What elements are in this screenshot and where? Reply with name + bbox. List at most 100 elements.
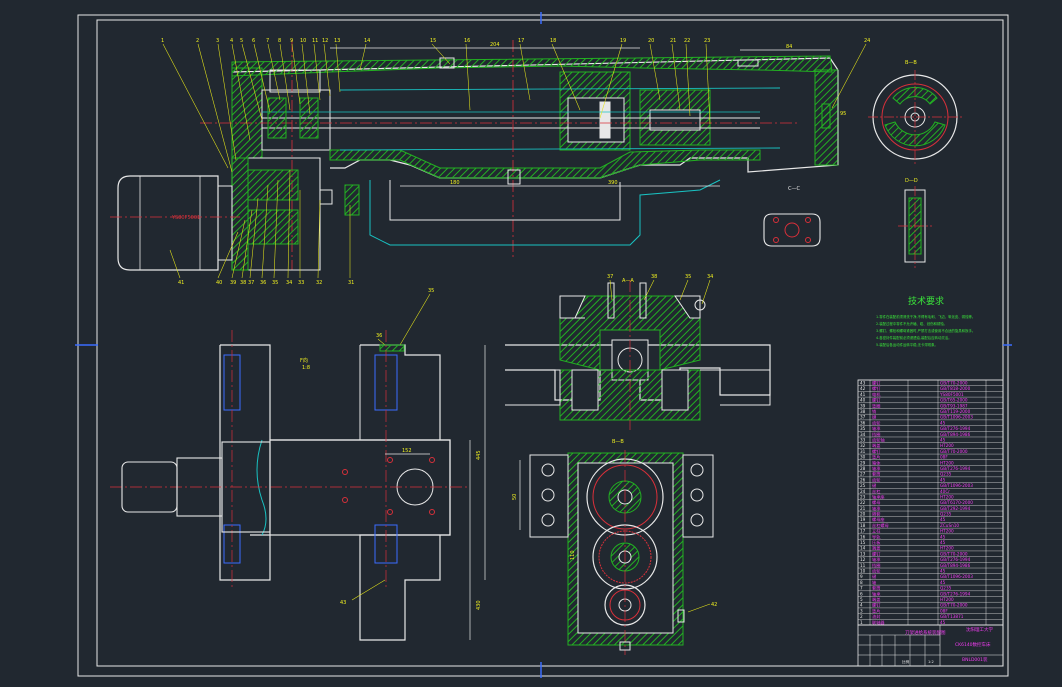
bom-cell: 29: [860, 460, 866, 465]
misc-leader-42: 42: [711, 602, 717, 608]
support-profile: [369, 179, 721, 246]
bom-cell: 15: [860, 540, 866, 545]
title-school: 沈阳理工大学: [966, 626, 993, 633]
part-number-label: 23: [704, 38, 710, 44]
part-number-label: 7: [266, 38, 269, 44]
bom-cell: 11: [860, 563, 866, 568]
dim-side-v: 95: [840, 111, 846, 117]
guide-rail-2: [339, 147, 781, 151]
bom-cell: 油封: [872, 613, 880, 620]
bom-cell: 1: [860, 620, 863, 625]
aa-bolt-1: [607, 282, 615, 319]
bom-cell: 垫片: [872, 454, 880, 461]
bom-cell: 45: [940, 580, 946, 585]
bom-cell: 34: [860, 432, 866, 437]
part-number-label: 38: [240, 280, 246, 286]
bom-cell: HT200: [940, 443, 954, 448]
bom-cell: ZCuSn10: [940, 523, 959, 528]
bb-flange-left: [529, 454, 569, 538]
bom-cell: GB/T292-1994: [940, 506, 971, 511]
bom-cell: 08F: [940, 455, 948, 460]
bom-cell: 45: [940, 420, 946, 425]
bom-cell: 22: [860, 500, 866, 505]
bom-cell: 端盖: [872, 442, 880, 449]
part-number-label: 34: [286, 280, 292, 286]
plan-note: F向: [300, 357, 308, 364]
bom-cell: 35: [860, 426, 866, 431]
bom-cell: GB/T13871: [940, 614, 964, 619]
bom-cell: 轴: [872, 579, 876, 586]
cc-center: [784, 222, 800, 238]
part-number-label: 37: [248, 280, 254, 286]
bom-cell: 28: [860, 466, 866, 471]
bom-cell: 45: [940, 540, 946, 545]
bom-cell: 丝杠螺母: [872, 522, 889, 529]
bom-cell: HT200: [940, 529, 954, 534]
bom-cell: GB/T70-2000: [940, 449, 968, 454]
bom-cell: 7: [860, 586, 863, 591]
side-slot-title: D—D: [905, 178, 918, 184]
leader-line: [287, 169, 291, 279]
bom-cell: 18: [860, 523, 866, 528]
title-subtitle: 刀架进给系统装配图: [905, 629, 946, 636]
leader-line: [273, 179, 279, 279]
bom-cell: 键: [872, 414, 877, 421]
bom-cell: 13: [860, 551, 866, 556]
leader-line: [267, 43, 281, 101]
aa-lower-cut-2: [661, 369, 689, 411]
bom-cell: 33: [860, 437, 866, 442]
aa-rail-left: [505, 369, 561, 406]
leader-line: [291, 43, 301, 105]
bom-cell: 键: [872, 573, 877, 580]
bom-cell: 42: [860, 386, 866, 391]
bom-cell: 23: [860, 494, 866, 499]
bom-cell: 20: [860, 512, 866, 517]
leader-line: [551, 43, 581, 111]
bom-cell: GB/T65-2000: [940, 398, 968, 403]
bom-cell: GB/T70-2000: [940, 603, 968, 608]
nut-insert: [599, 101, 611, 139]
bom-cell: HT200: [940, 494, 954, 499]
bom-cell: 41: [860, 392, 866, 397]
motor: YS80F5001: [110, 175, 240, 271]
dim-mid-a: 180: [450, 180, 460, 186]
title-drawing-no: BNLD001装: [962, 656, 988, 663]
part-number-label: 37: [607, 274, 613, 280]
cc-hole-3: [773, 237, 779, 243]
bom-cell: 轴承: [872, 590, 881, 597]
bom-cell: 36: [860, 420, 866, 425]
bom-cell: 45: [940, 477, 946, 482]
leader-line: [701, 279, 711, 305]
leader-line: [679, 279, 689, 301]
plan-broken-edge: [256, 439, 267, 536]
leader-line: [231, 43, 251, 141]
leader-line: [253, 43, 271, 113]
aa-rail-right: [700, 369, 771, 406]
bom-cell: Q235: [940, 512, 952, 517]
bom-cell: 4: [860, 603, 863, 608]
disc-arc-hatch: [884, 121, 946, 147]
part-number-label: 9: [290, 38, 293, 44]
bom-cell: 32: [860, 443, 866, 448]
part-number-label: 22: [684, 38, 690, 44]
motor-label: YS80F5001: [171, 215, 200, 221]
bom-cell: 销: [872, 408, 876, 415]
motor-flange: [217, 185, 233, 261]
bom-cell: 8: [860, 580, 863, 585]
part-number-label: 15: [430, 38, 436, 44]
part-number-label: 35: [685, 274, 691, 280]
leader-line: [377, 338, 386, 346]
plan-left-rail: [219, 345, 271, 581]
leader-line: [217, 231, 239, 279]
part-number-label: 35: [272, 280, 278, 286]
cc-view: C—C: [763, 186, 821, 247]
bom-cell: GB/T276-1994: [940, 557, 971, 562]
bom-cell: 压板: [872, 539, 881, 546]
bom-cell: 螺钉: [872, 397, 881, 404]
bom-cell: 45: [940, 534, 946, 539]
misc-leader-43: 43: [340, 600, 346, 606]
bom-cell: 齿轮: [872, 568, 881, 575]
bom-cell: 螺钉: [872, 448, 881, 455]
